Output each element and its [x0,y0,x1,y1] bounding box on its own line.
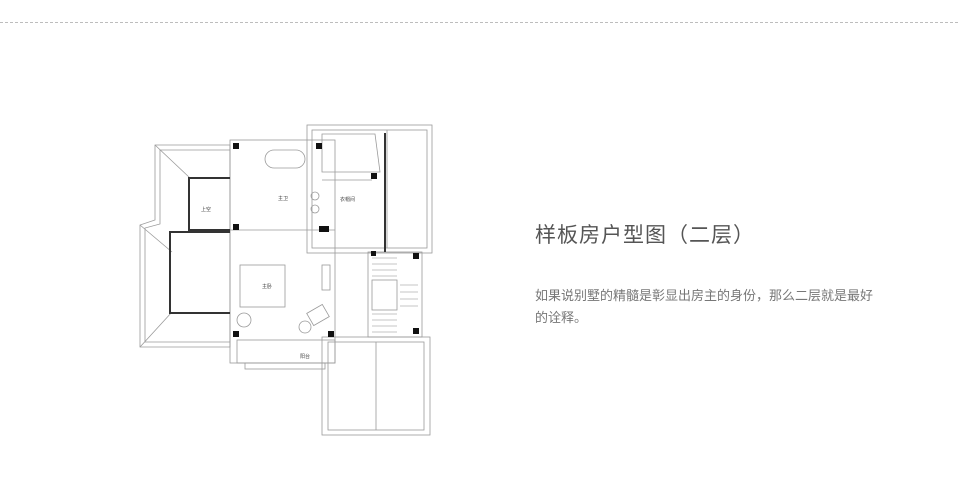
bathtub [264,149,306,169]
room-label-closet: 衣帽间 [340,196,355,203]
room-label-master-bath: 主卫 [278,195,288,202]
room-label-master-bedroom: 主卧 [262,283,272,290]
room-label-void-1: 上空 [201,206,211,213]
staircase [367,251,423,338]
top-right-terrace [306,124,433,254]
bed [239,264,286,308]
bottom-terrace [321,336,431,436]
main-block [229,139,336,364]
columns [233,143,419,337]
top-dashed-divider [0,22,958,23]
left-roof-outline [139,144,231,348]
section-description: 如果说别墅的精髓是彰显出房主的身份，那么二层就是最好的诠释。 [535,289,874,326]
section-title: 样板房户型图（二层） [535,223,755,247]
room-label-balcony: 阳台 [300,353,310,360]
